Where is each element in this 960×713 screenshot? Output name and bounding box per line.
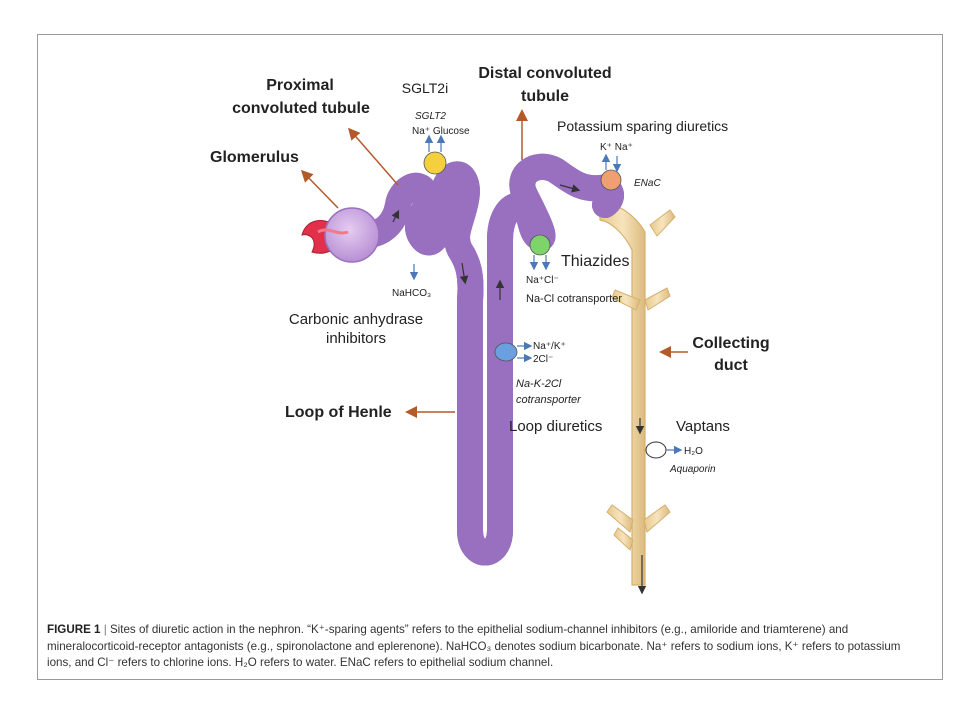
loop-of-henle-label: Loop of Henle xyxy=(285,404,392,421)
figure-caption: FIGURE 1 | Sites of diuretic action in t… xyxy=(47,622,927,672)
k-na-label: K⁺ Na⁺ xyxy=(600,142,633,153)
thiazides-label: Thiazides xyxy=(561,253,629,270)
glomerulus-label: Glomerulus xyxy=(210,149,299,166)
nephron-tubule xyxy=(357,167,611,553)
pointer-arrows xyxy=(300,109,688,418)
aquaporin-channel xyxy=(645,441,683,459)
collecting-label-line2: duct xyxy=(714,357,748,374)
figure-label: FIGURE 1 xyxy=(47,623,101,636)
nkcc-label-line2: cotransporter xyxy=(516,394,582,406)
sglt2-transporter xyxy=(423,134,447,175)
proximal-label-line2: convoluted tubule xyxy=(232,100,370,117)
loop-diuretics-label: Loop diuretics xyxy=(509,418,602,435)
sglt2i-label: SGLT2i xyxy=(402,80,448,96)
carbonic-label-line2: inhibitors xyxy=(326,330,386,347)
na-k-label: Na⁺/K⁺ xyxy=(533,341,566,352)
two-cl-label: 2Cl⁻ xyxy=(533,354,553,365)
nkcc-transporter xyxy=(494,341,533,363)
na-glucose-label: Na⁺ Glucose xyxy=(412,126,470,137)
enac-transporter xyxy=(600,153,622,191)
proximal-label-line1: Proximal xyxy=(266,77,334,94)
thiazide-transporter xyxy=(529,234,551,271)
nkcc-label-line1: Na-K-2Cl xyxy=(516,378,562,390)
tubule-flow-arrows xyxy=(391,184,581,300)
na-cl-label: Na⁺Cl⁻ xyxy=(526,275,559,286)
na-cl-cotransporter-label: Na-Cl cotransporter xyxy=(526,293,622,305)
potassium-sparing-label: Potassium sparing diuretics xyxy=(557,118,728,134)
aquaporin-label: Aquaporin xyxy=(669,464,716,475)
distal-label-line1: Distal convoluted xyxy=(478,65,611,82)
carbonic-label-line1: Carbonic anhydrase xyxy=(289,311,423,328)
caption-text: Sites of diuretic action in the nephron.… xyxy=(47,623,901,669)
glomerulus xyxy=(301,207,380,263)
vaptans-label: Vaptans xyxy=(676,418,730,435)
sglt2-label: SGLT2 xyxy=(415,111,446,122)
h2o-label: H₂O xyxy=(684,446,703,457)
nahco3-label: NaHCO₃ xyxy=(392,288,431,299)
collecting-label-line1: Collecting xyxy=(692,335,769,352)
caption-separator: | xyxy=(103,623,107,636)
enac-label: ENaC xyxy=(634,178,661,189)
distal-label-line2: tubule xyxy=(521,88,569,105)
